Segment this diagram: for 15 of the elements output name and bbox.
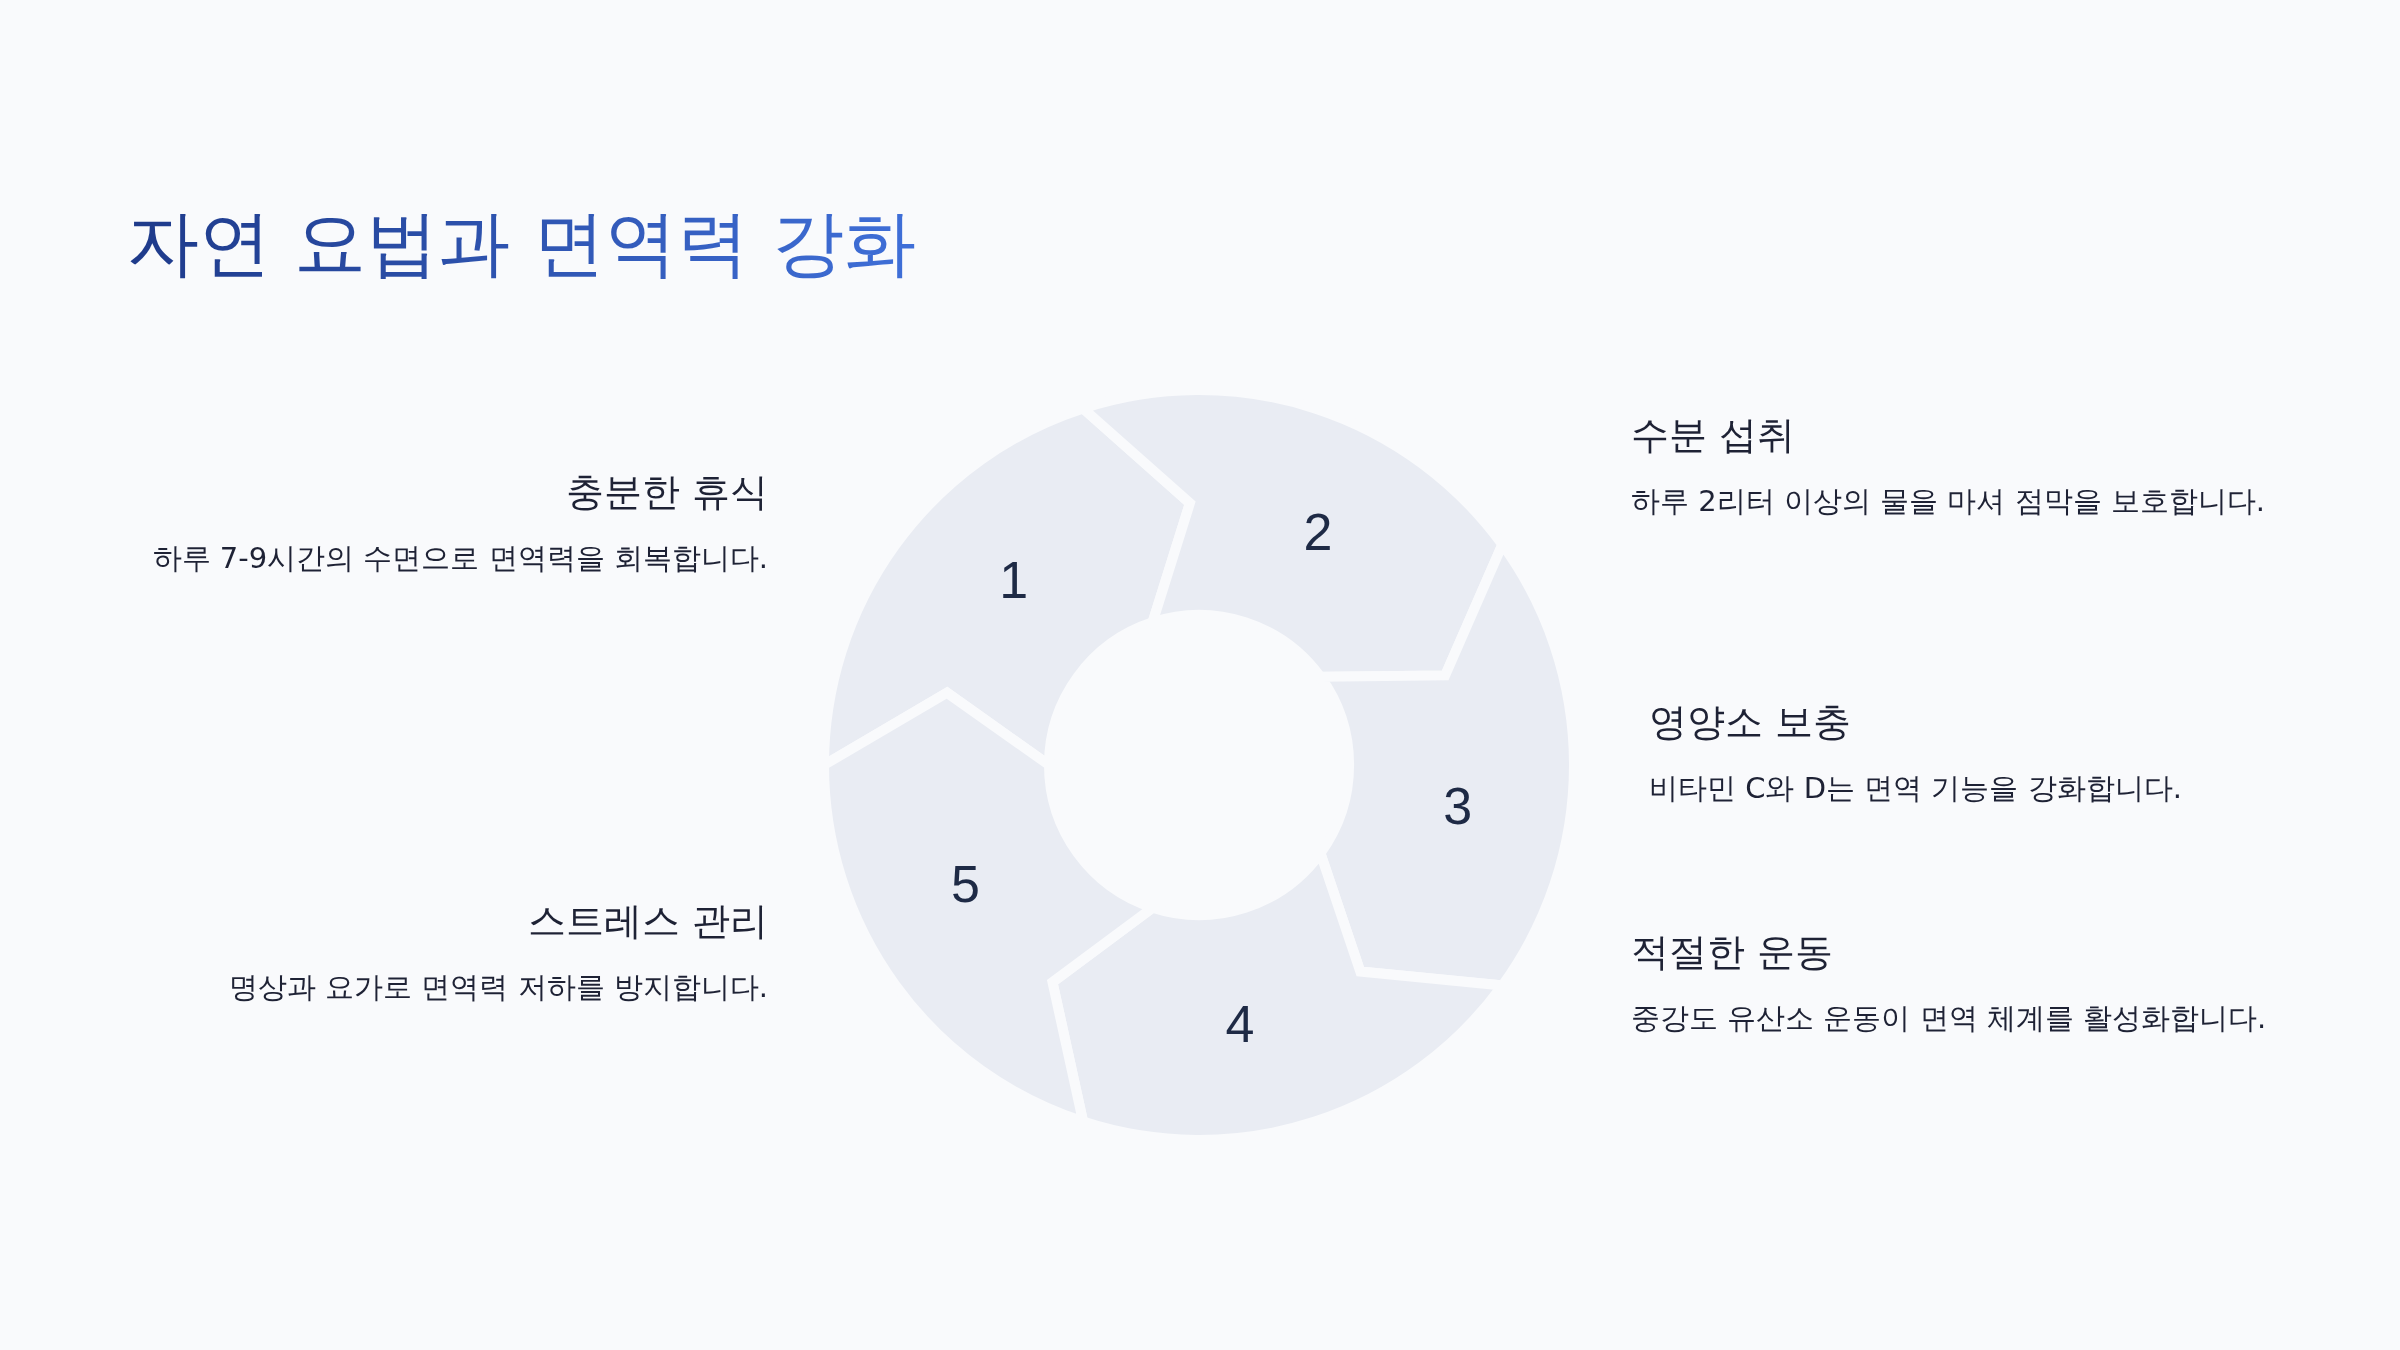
step-heading: 충분한 휴식 [564, 470, 768, 516]
step-heading: 수분 섭취 [1631, 413, 1797, 459]
step-description: 하루 7-9시간의 수면으로 면역력을 회복합니다. [151, 540, 768, 577]
step-number: 3 [1443, 776, 1473, 836]
step-number: 4 [1225, 993, 1255, 1054]
step-description: 하루 2리터 이상의 물을 마셔 점막을 보호합니다. [1631, 483, 2266, 520]
step-description: 명상과 요가로 면역력 저하를 방지합니다. [227, 969, 768, 1006]
step-description: 비타민 C와 D는 면역 기능을 강화합니다. [1649, 770, 2183, 807]
step-heading: 영양소 보충 [1649, 700, 1853, 746]
step-number: 5 [951, 853, 980, 914]
step-heading: 스트레스 관리 [526, 899, 768, 945]
step-heading: 적절한 운동 [1631, 930, 1835, 976]
step-description: 중강도 유산소 운동이 면역 체계를 활성화합니다. [1631, 1000, 2268, 1037]
step-number: 1 [999, 549, 1029, 610]
step-number: 2 [1303, 501, 1333, 562]
